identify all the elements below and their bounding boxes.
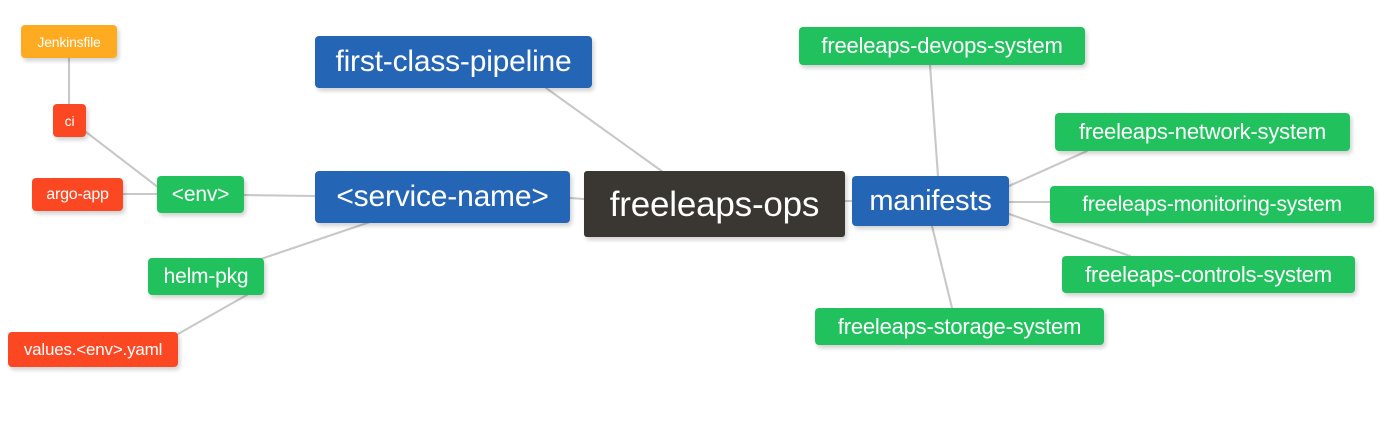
node-label: helm-pkg xyxy=(163,265,249,288)
node-label: freeleaps-ops xyxy=(609,184,820,224)
node-env[interactable]: <env> xyxy=(157,176,244,213)
node-root-freeleaps-ops[interactable]: freeleaps-ops xyxy=(584,171,845,237)
node-freeleaps-devops-system[interactable]: freeleaps-devops-system xyxy=(799,27,1085,65)
node-label: Jenkinsfile xyxy=(37,33,101,50)
edge-manifests-devops xyxy=(928,63,940,178)
edge-manifests-storage xyxy=(930,224,954,310)
node-label: argo-app xyxy=(46,185,109,203)
node-label: freeleaps-devops-system xyxy=(821,33,1063,58)
node-freeleaps-network-system[interactable]: freeleaps-network-system xyxy=(1055,113,1350,151)
node-first-class-pipeline[interactable]: first-class-pipeline xyxy=(315,36,592,88)
node-ci[interactable]: ci xyxy=(53,104,86,137)
node-label: <service-name> xyxy=(336,180,549,213)
node-jenkinsfile[interactable]: Jenkinsfile xyxy=(21,25,117,58)
node-freeleaps-controls-system[interactable]: freeleaps-controls-system xyxy=(1062,256,1355,293)
node-freeleaps-storage-system[interactable]: freeleaps-storage-system xyxy=(815,308,1104,345)
node-label: ci xyxy=(64,112,75,129)
node-label: manifests xyxy=(869,184,992,217)
node-label: values.<env>.yaml xyxy=(23,340,163,359)
node-label: freeleaps-controls-system xyxy=(1085,261,1332,287)
edge-service-name-root xyxy=(568,196,586,201)
node-manifests[interactable]: manifests xyxy=(852,176,1009,226)
edge-env-service-name xyxy=(242,193,317,198)
node-label: freeleaps-monitoring-system xyxy=(1082,193,1342,216)
node-values-yaml[interactable]: values.<env>.yaml xyxy=(8,332,178,367)
node-label: freeleaps-storage-system xyxy=(837,313,1082,339)
edge-values-helm-pkg xyxy=(176,290,254,336)
node-label: first-class-pipeline xyxy=(335,45,572,78)
node-label: freeleaps-network-system xyxy=(1078,119,1327,144)
node-argo-app[interactable]: argo-app xyxy=(32,178,123,211)
node-helm-pkg[interactable]: helm-pkg xyxy=(148,258,264,295)
node-service-name[interactable]: <service-name> xyxy=(315,171,570,223)
edge-manifests-network xyxy=(1007,149,1089,188)
node-freeleaps-monitoring-system[interactable]: freeleaps-monitoring-system xyxy=(1050,186,1374,223)
edge-helm-pkg-service-name xyxy=(250,220,372,264)
edge-pipeline-root xyxy=(544,86,665,174)
node-label: <env> xyxy=(171,183,230,206)
